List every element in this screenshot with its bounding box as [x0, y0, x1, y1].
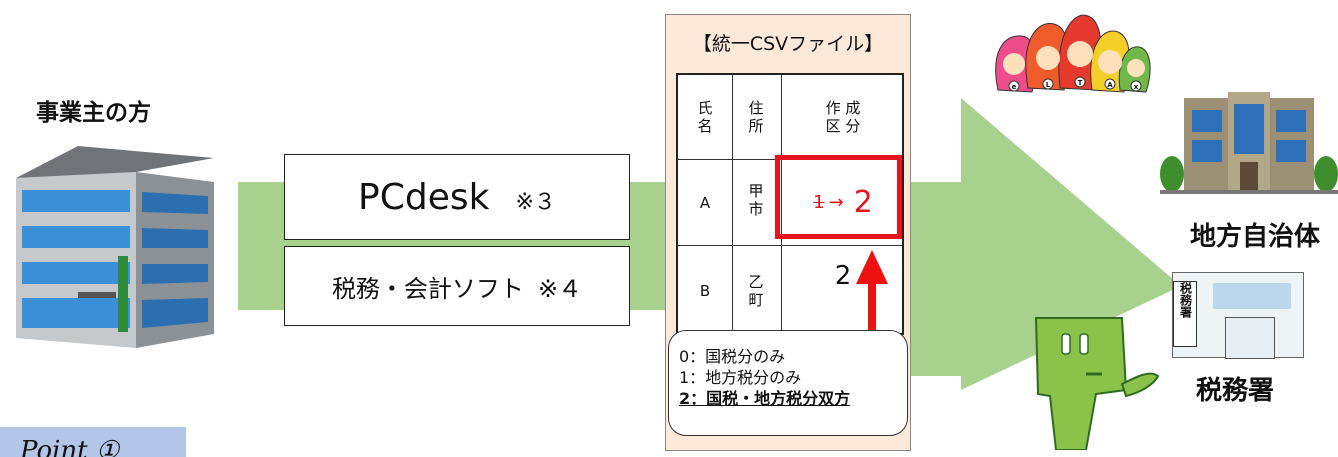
row-a-new-value: 2 — [853, 185, 873, 220]
mascot-letter-t: T — [1078, 79, 1083, 87]
csv-table: 氏名 住所 作 成区 分 A 甲市 1 → 2 B 乙町 2 — [676, 73, 904, 335]
legend-item-1: 1：地方税分のみ — [679, 368, 802, 387]
row-a-address: 甲市 — [748, 182, 764, 218]
accounting-software-box: 税務・会計ソフト ※４ — [284, 246, 630, 326]
tax-office-window — [1213, 283, 1291, 309]
accounting-software-note: ※４ — [537, 274, 583, 303]
tax-office-label: 税務署 — [1196, 376, 1275, 406]
row-a-old-value: 1 — [813, 192, 825, 213]
pcdesk-note: ※３ — [515, 190, 556, 215]
row-b-name: B — [699, 281, 711, 300]
local-government-label: 地方自治体 — [1190, 222, 1321, 252]
row-a-name: A — [699, 193, 711, 212]
pcdesk-box: PCdesk ※３ — [284, 154, 630, 240]
point-badge: Point ① — [0, 427, 186, 457]
red-arrow-head — [856, 250, 888, 284]
legend-item-0: 0：国税分のみ — [679, 347, 786, 366]
row-a-arrow: → — [828, 192, 844, 213]
row-b-category: 2 — [834, 261, 852, 291]
mascot-letter-l: L — [1046, 81, 1051, 89]
eltax-mascots-image: e L T A x — [995, 14, 1151, 93]
legend-item-2: 2：国税・地方税分双方 — [679, 389, 851, 408]
tax-office-sign: 税務署 — [1173, 281, 1197, 347]
tax-office-door — [1225, 317, 1275, 359]
header-name: 氏名 — [697, 99, 713, 135]
header-category: 作 成区 分 — [825, 99, 861, 135]
accounting-software-label: 税務・会計ソフト — [331, 274, 524, 303]
etax-mascot-icon — [1034, 317, 1160, 450]
pcdesk-label: PCdesk — [358, 176, 490, 218]
row-b-address: 乙町 — [748, 273, 764, 309]
csv-title: 【統一CSVファイル】 — [692, 33, 884, 55]
highlight-box — [775, 155, 902, 239]
office-building-icon — [16, 146, 214, 348]
tax-office-building: 税務署 — [1172, 272, 1304, 359]
business-owner-label: 事業主の方 — [36, 100, 151, 126]
row-a-category: 1 → 2 — [782, 160, 904, 245]
local-government-building-icon — [1160, 92, 1338, 194]
category-legend: 0：国税分のみ 1：地方税分のみ 2：国税・地方税分双方 — [668, 330, 908, 436]
mascot-letter-a: A — [1107, 81, 1113, 89]
header-address: 住所 — [748, 99, 764, 135]
mascot-letter-x: x — [1134, 83, 1139, 91]
mascot-letter-e: e — [1012, 83, 1017, 91]
